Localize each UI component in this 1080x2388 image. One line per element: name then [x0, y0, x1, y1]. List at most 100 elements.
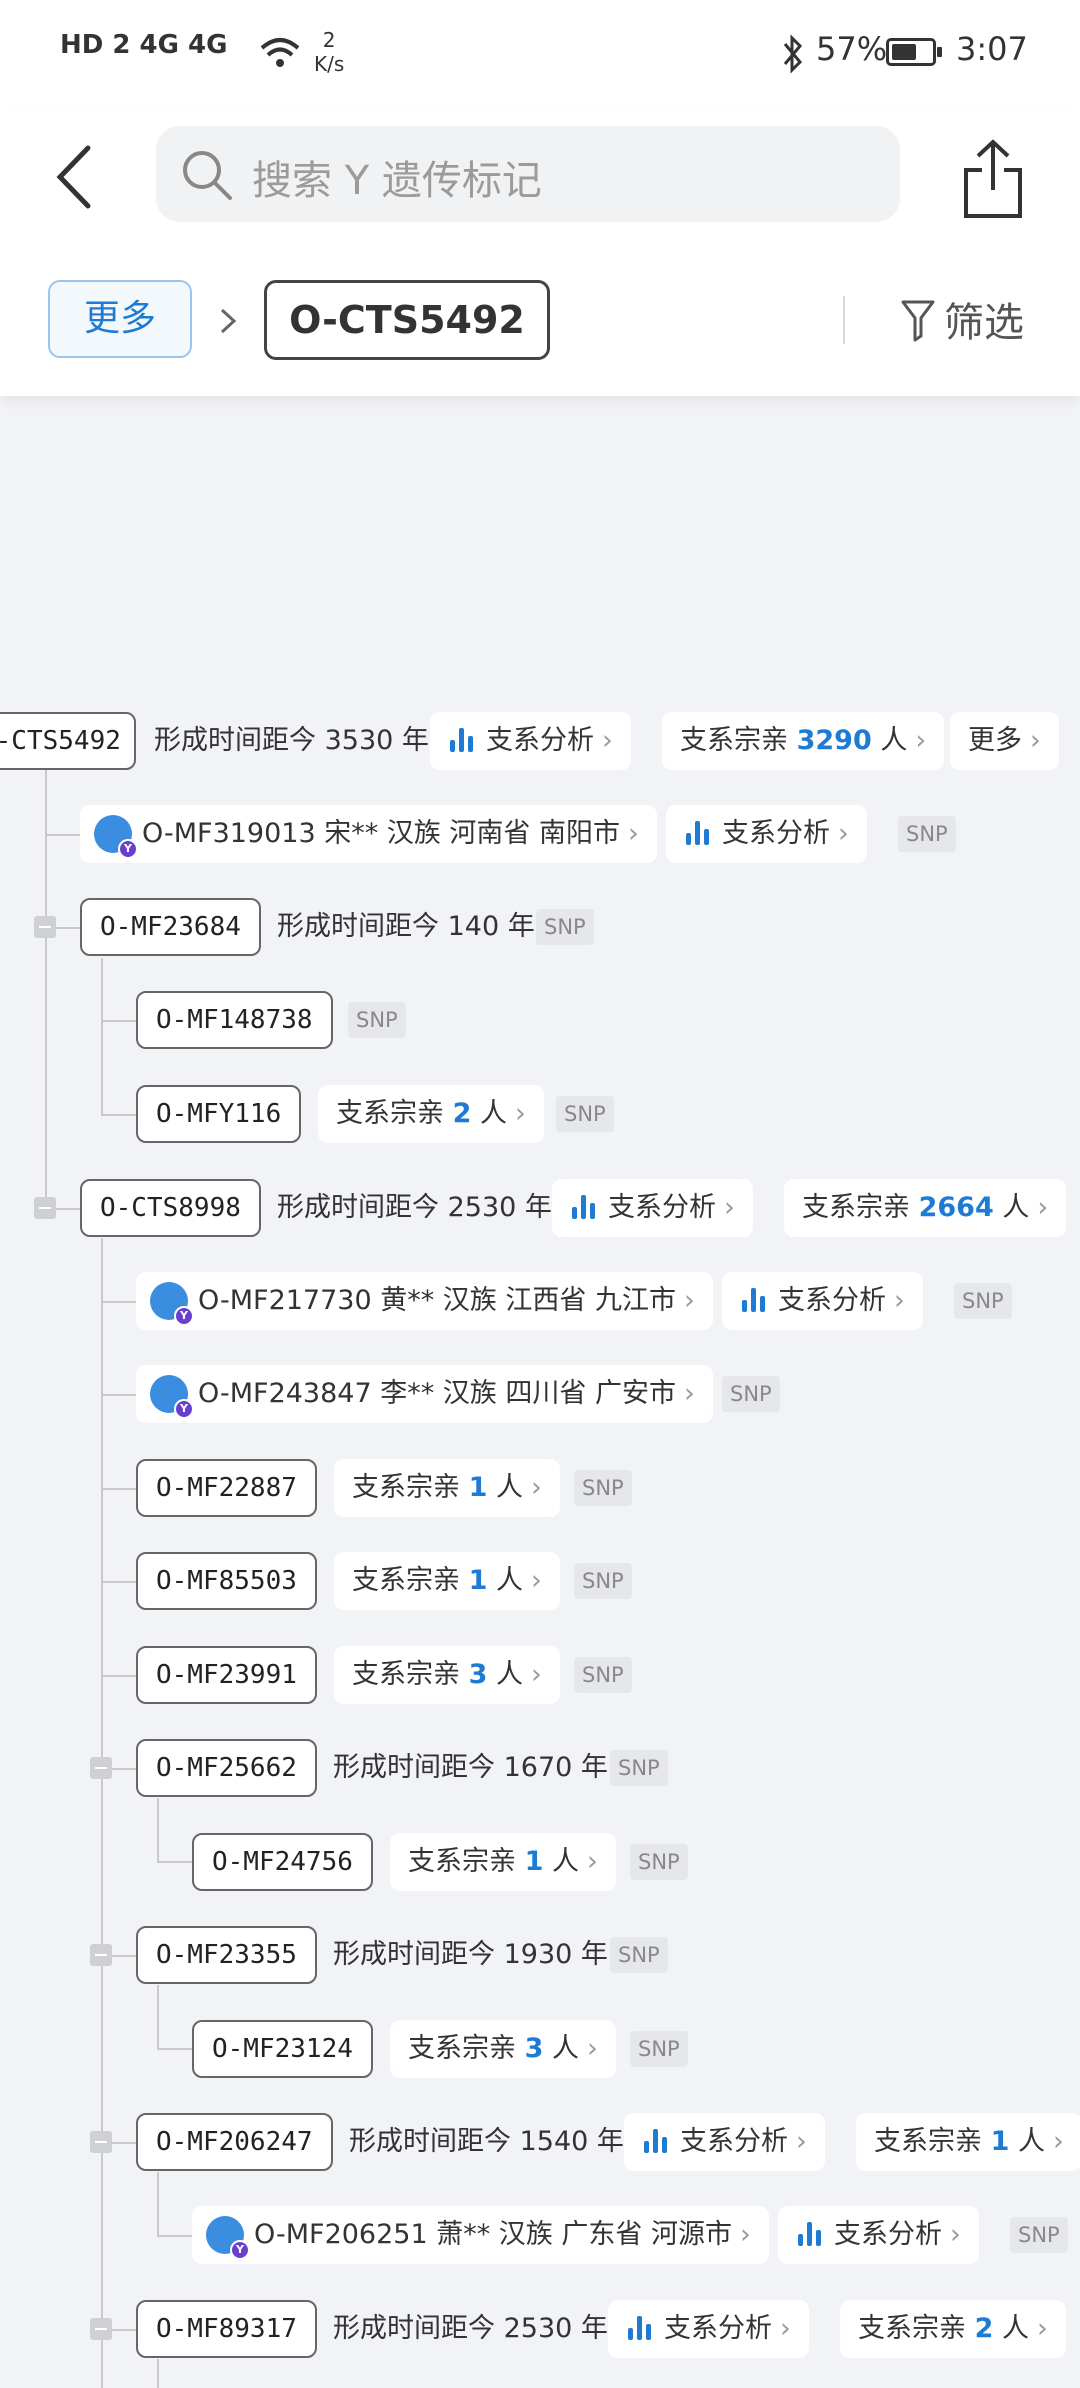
- node-age: 形成时间距今 1670 年: [333, 1752, 608, 1783]
- relatives-button[interactable]: 支系宗亲 1 人›: [334, 1552, 560, 1610]
- node-o-mf89317[interactable]: O-MF89317: [136, 2300, 317, 2358]
- tree-line: [101, 1238, 103, 2388]
- node-o-mf85503[interactable]: O-MF85503: [136, 1552, 317, 1610]
- more-button[interactable]: 更多: [48, 280, 192, 358]
- avatar: Y: [206, 2216, 250, 2260]
- node-o-mf24756[interactable]: O-MF24756: [192, 1833, 373, 1891]
- bar-chart-icon: [684, 819, 712, 845]
- header: 搜索 Y 遗传标记 更多 O-CTS5492 筛选: [0, 110, 1080, 396]
- relatives-count: 3290: [796, 725, 872, 756]
- node-o-mf148738[interactable]: O-MF148738: [136, 991, 333, 1049]
- sample-card[interactable]: Y O-MF217730 黄** 汉族 江西省 九江市›: [136, 1272, 713, 1330]
- snp-badge: SNP: [610, 1937, 668, 1973]
- snp-badge: SNP: [1010, 2217, 1068, 2253]
- branch-analysis-button[interactable]: 支系分析›: [778, 2206, 979, 2264]
- relatives-button[interactable]: 支系宗亲 2 人›: [318, 1085, 544, 1143]
- sample-card[interactable]: Y O-MF206251 萧** 汉族 广东省 河源市›: [192, 2206, 769, 2264]
- back-arrow-icon[interactable]: [50, 142, 100, 212]
- collapse-toggle-icon[interactable]: [34, 916, 56, 938]
- sample-card[interactable]: Y O-MF319013 宋** 汉族 河南省 南阳市›: [80, 805, 657, 863]
- tree-line: [101, 2329, 136, 2331]
- sample-card[interactable]: Y O-MF243847 李** 汉族 四川省 广安市›: [136, 1365, 713, 1423]
- collapse-toggle-icon[interactable]: [90, 1757, 112, 1779]
- node-o-mf23124[interactable]: O-MF23124: [192, 2020, 373, 2078]
- tree-line: [101, 1955, 136, 1957]
- filter-button[interactable]: 筛选: [944, 300, 1024, 346]
- relatives-button[interactable]: 支系宗亲 3290 人›: [662, 712, 945, 770]
- chevron-right-icon: ›: [514, 1098, 526, 1129]
- branch-analysis-button[interactable]: 支系分析›: [430, 712, 631, 770]
- node-o-mf25662[interactable]: O-MF25662: [136, 1739, 317, 1797]
- bar-chart-icon: [570, 1193, 598, 1219]
- divider: [843, 296, 845, 344]
- relatives-label: 支系宗亲: [336, 1098, 453, 1129]
- tree-line: [101, 958, 103, 1114]
- relatives-button[interactable]: 支系宗亲 2664 人›: [784, 1179, 1067, 1237]
- search-bar[interactable]: 搜索 Y 遗传标记: [156, 126, 900, 222]
- node-o-cts8998[interactable]: O-CTS8998: [80, 1179, 261, 1237]
- branch-analysis-button[interactable]: 支系分析›: [666, 805, 867, 863]
- collapse-toggle-icon[interactable]: [34, 1197, 56, 1219]
- node-age: 形成时间距今 3530 年: [154, 725, 429, 756]
- node-o-mf22887[interactable]: O-MF22887: [136, 1459, 317, 1517]
- node-o-mf23684[interactable]: O-MF23684: [80, 898, 261, 956]
- battery-percent: 57%: [816, 30, 888, 68]
- branch-analysis-button[interactable]: 支系分析›: [608, 2300, 809, 2358]
- node-o-cts5492[interactable]: O-CTS5492: [0, 712, 136, 770]
- bar-chart-icon: [796, 2220, 824, 2246]
- net-speed: 2 K/s: [314, 28, 345, 76]
- collapse-toggle-icon[interactable]: [90, 2131, 112, 2153]
- relatives-button[interactable]: 支系宗亲 1 人›: [390, 1833, 616, 1891]
- snp-badge: SNP: [574, 1657, 632, 1693]
- chevron-right-icon: ›: [724, 1192, 735, 1223]
- relatives-unit: 人: [487, 1472, 523, 1503]
- analysis-label: 支系分析: [722, 818, 830, 849]
- chevron-right-icon: ›: [586, 1846, 598, 1877]
- node-age: 形成时间距今 1930 年: [333, 1939, 608, 1970]
- relatives-button[interactable]: 支系宗亲 3 人›: [390, 2020, 616, 2078]
- share-icon[interactable]: [962, 136, 1024, 220]
- relatives-button[interactable]: 支系宗亲 1 人›: [334, 1459, 560, 1517]
- relatives-count: 2: [974, 2313, 994, 2344]
- node-o-mf23991[interactable]: O-MF23991: [136, 1646, 317, 1704]
- sample-info: O-MF206251 萧** 汉族 广东省 河源市: [254, 2219, 732, 2250]
- analysis-label: 支系分析: [664, 2313, 772, 2344]
- chevron-right-icon: ›: [530, 1565, 542, 1596]
- current-haplogroup[interactable]: O-CTS5492: [264, 280, 550, 360]
- relatives-count: 3: [468, 1659, 488, 1690]
- node-age: 形成时间距今 2530 年: [333, 2313, 608, 2344]
- relatives-unit: 人: [543, 2033, 579, 2064]
- chevron-right-icon: ›: [950, 2219, 961, 2250]
- node-o-mf206247[interactable]: O-MF206247: [136, 2113, 333, 2171]
- more-options-button[interactable]: 更多›: [950, 712, 1059, 770]
- snp-badge: SNP: [556, 1096, 614, 1132]
- tree-line: [157, 2048, 192, 2050]
- tree-line: [101, 1488, 136, 1490]
- collapse-toggle-icon[interactable]: [90, 2318, 112, 2340]
- chevron-right-icon: ›: [530, 1472, 542, 1503]
- relatives-button[interactable]: 支系宗亲 3 人›: [334, 1646, 560, 1704]
- analysis-label: 支系分析: [680, 2126, 788, 2157]
- branch-analysis-button[interactable]: 支系分析 ›: [552, 1179, 753, 1237]
- relatives-unit: 人: [993, 2313, 1029, 2344]
- relatives-label: 支系宗亲: [874, 2126, 991, 2157]
- relatives-button[interactable]: 支系宗亲 1 人›: [856, 2113, 1080, 2171]
- chevron-right-icon: ›: [1052, 2126, 1064, 2157]
- node-o-mf23355[interactable]: O-MF23355: [136, 1926, 317, 1984]
- avatar: Y: [94, 815, 138, 859]
- node-o-mfy116[interactable]: O-MFY116: [136, 1085, 302, 1143]
- tree-line: [101, 1020, 136, 1022]
- bar-chart-icon: [740, 1286, 768, 1312]
- collapse-toggle-icon[interactable]: [90, 1944, 112, 1966]
- analysis-label: 支系分析: [608, 1192, 716, 1223]
- chevron-right-icon: ›: [1030, 725, 1041, 756]
- snp-badge: SNP: [722, 1376, 780, 1412]
- bar-chart-icon: [626, 2314, 654, 2340]
- tree-line: [101, 1581, 136, 1583]
- chevron-right-icon: ›: [894, 1285, 905, 1316]
- branch-analysis-button[interactable]: 支系分析›: [624, 2113, 825, 2171]
- relatives-button[interactable]: 支系宗亲 2 人›: [840, 2300, 1066, 2358]
- chevron-right-icon: ›: [1037, 1192, 1049, 1223]
- branch-analysis-button[interactable]: 支系分析›: [722, 1272, 923, 1330]
